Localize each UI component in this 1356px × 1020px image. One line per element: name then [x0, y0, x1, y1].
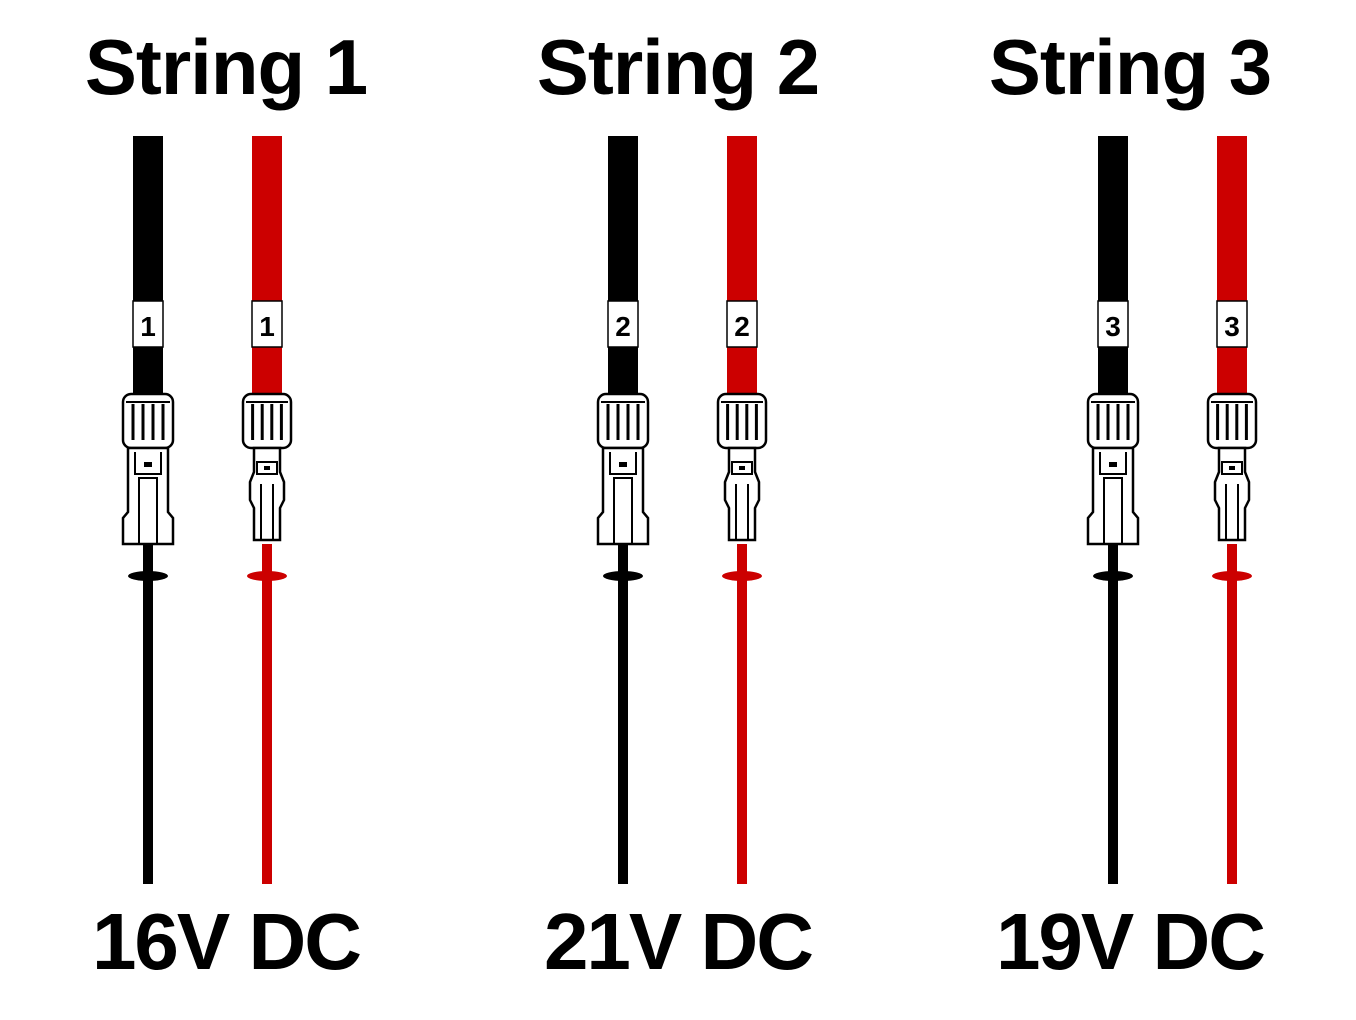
probe-wire	[262, 544, 272, 884]
positive-cable: 1	[241, 136, 293, 884]
cable-tag	[132, 300, 164, 348]
connector-collar	[731, 461, 753, 475]
cable-tag-number: 1	[140, 311, 156, 342]
probe-wire	[737, 544, 747, 884]
connector-collar	[1221, 461, 1243, 475]
cable-tag-number: 2	[734, 311, 750, 342]
cable-jacket	[252, 136, 282, 398]
connector-body-male	[723, 446, 761, 542]
negative-cable: 1	[121, 136, 175, 884]
cable-jacket	[1098, 136, 1128, 398]
cable-tag	[607, 300, 639, 348]
cable-tag-number: 3	[1105, 311, 1121, 342]
cable-jacket	[608, 136, 638, 398]
cable-tag-number: 2	[615, 311, 631, 342]
probe-flange	[603, 571, 643, 581]
probe-flange	[722, 571, 762, 581]
string-title: String 1	[84, 23, 368, 111]
probe-wire	[618, 544, 628, 884]
negative-cable: 2	[596, 136, 650, 884]
cable-jacket	[1217, 136, 1247, 398]
collar-notch	[739, 466, 745, 470]
negative-cable: 3	[1086, 136, 1140, 884]
cable-tag-number: 3	[1224, 311, 1240, 342]
latch-notch	[144, 462, 152, 467]
positive-cable: 2	[716, 136, 768, 884]
cable-jacket	[133, 136, 163, 398]
connector-latch	[134, 452, 162, 475]
probe-flange	[1093, 571, 1133, 581]
probe-flange	[247, 571, 287, 581]
connector-latch	[609, 452, 637, 475]
cable-tag	[1216, 300, 1248, 348]
string-title: String 2	[536, 23, 820, 111]
collar-notch	[264, 466, 270, 470]
latch-notch	[619, 462, 627, 467]
connector-collar	[256, 461, 278, 475]
latch-notch	[1109, 462, 1117, 467]
probe-wire	[143, 544, 153, 884]
positive-cable: 3	[1206, 136, 1258, 884]
string-voltage: 21V DC	[543, 897, 814, 986]
string-voltage: 19V DC	[995, 897, 1266, 986]
cable-tag	[251, 300, 283, 348]
probe-flange	[128, 571, 168, 581]
probe-flange	[1212, 571, 1252, 581]
cable-jacket	[727, 136, 757, 398]
connector-body-male	[248, 446, 286, 542]
cable-tag	[726, 300, 758, 348]
connector-body-male	[1213, 446, 1251, 542]
probe-wire	[1108, 544, 1118, 884]
cable-tag-number: 1	[259, 311, 275, 342]
connector-latch	[1099, 452, 1127, 475]
string-voltage: 16V DC	[91, 897, 362, 986]
probe-wire	[1227, 544, 1237, 884]
cable-tag	[1097, 300, 1129, 348]
collar-notch	[1229, 466, 1235, 470]
string-title: String 3	[988, 23, 1272, 111]
